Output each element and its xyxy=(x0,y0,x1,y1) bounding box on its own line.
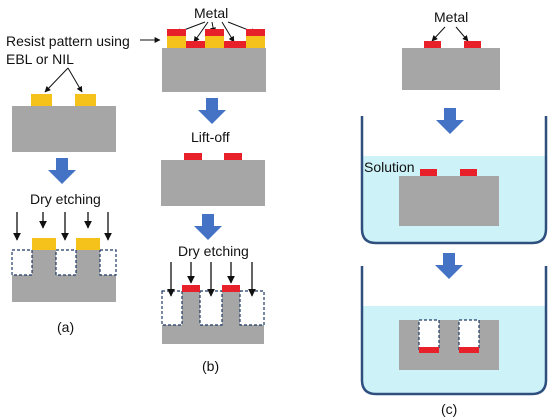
etched-region xyxy=(418,319,440,351)
pointer-line xyxy=(431,26,446,42)
etched-region xyxy=(99,249,117,276)
substrate xyxy=(12,106,116,152)
pointer-line xyxy=(221,21,235,43)
process-arrow xyxy=(198,98,226,124)
metal-layer xyxy=(420,169,437,176)
metal-layer xyxy=(186,41,205,48)
substrate xyxy=(399,176,499,226)
process-arrow xyxy=(194,214,222,240)
etched-region xyxy=(199,290,223,326)
resist-block xyxy=(246,35,265,48)
resist-label-line2: EBL or NIL xyxy=(6,51,74,67)
metal-layer xyxy=(182,285,200,292)
metal-layer xyxy=(460,169,477,176)
metal-layer xyxy=(205,29,224,36)
resist-block xyxy=(76,238,100,250)
resist-block xyxy=(167,35,186,48)
resist-label-line1: Resist pattern using xyxy=(6,33,130,49)
etched-region xyxy=(239,290,265,326)
substrate xyxy=(402,48,500,90)
resist-block xyxy=(205,35,224,48)
resist-block xyxy=(32,238,56,250)
metal-layer xyxy=(419,347,439,353)
process-arrow xyxy=(436,108,464,134)
metal-layer xyxy=(459,347,479,353)
metal-layer xyxy=(184,153,202,160)
beaker xyxy=(360,266,548,396)
beaker xyxy=(360,116,548,245)
metal-label-b: Metal xyxy=(194,5,228,21)
metal-label-c: Metal xyxy=(434,9,468,25)
substrate xyxy=(399,320,499,370)
liftoff-label: Lift-off xyxy=(191,129,230,145)
pointer-line xyxy=(67,67,83,93)
panel-a: Resist pattern using EBL or NIL Dry etch… xyxy=(6,33,130,335)
pointer-line xyxy=(193,21,209,43)
caption-c: (c) xyxy=(441,401,457,417)
pointer-line xyxy=(455,26,469,42)
etched-region xyxy=(161,290,183,326)
substrate xyxy=(162,48,266,92)
panel-c: Metal Solution (c) xyxy=(360,9,548,417)
metal-layer xyxy=(224,153,242,160)
metal-layer xyxy=(224,41,246,48)
dry-etching-label-b: Dry etching xyxy=(178,243,249,259)
caption-b: (b) xyxy=(202,358,219,374)
process-arrow xyxy=(435,253,463,279)
caption-a: (a) xyxy=(57,319,74,335)
metal-layer xyxy=(246,29,265,36)
metal-layer xyxy=(424,41,441,48)
panel-b: Metal Lift-off Dry etching xyxy=(140,5,266,374)
dry-etching-label: Dry etching xyxy=(30,191,101,207)
metal-layer xyxy=(222,285,240,292)
pillar xyxy=(32,250,56,277)
process-arrow xyxy=(48,158,76,184)
resist-block xyxy=(75,94,96,106)
substrate xyxy=(161,160,265,206)
resist-block xyxy=(31,94,52,106)
solution-label: Solution xyxy=(364,159,415,175)
etched-region xyxy=(11,249,33,276)
etched-region xyxy=(55,249,77,276)
pointer-line xyxy=(44,67,69,93)
metal-layer xyxy=(167,29,186,36)
pillar xyxy=(76,250,100,277)
metal-layer xyxy=(464,41,481,48)
etched-region xyxy=(458,319,480,351)
